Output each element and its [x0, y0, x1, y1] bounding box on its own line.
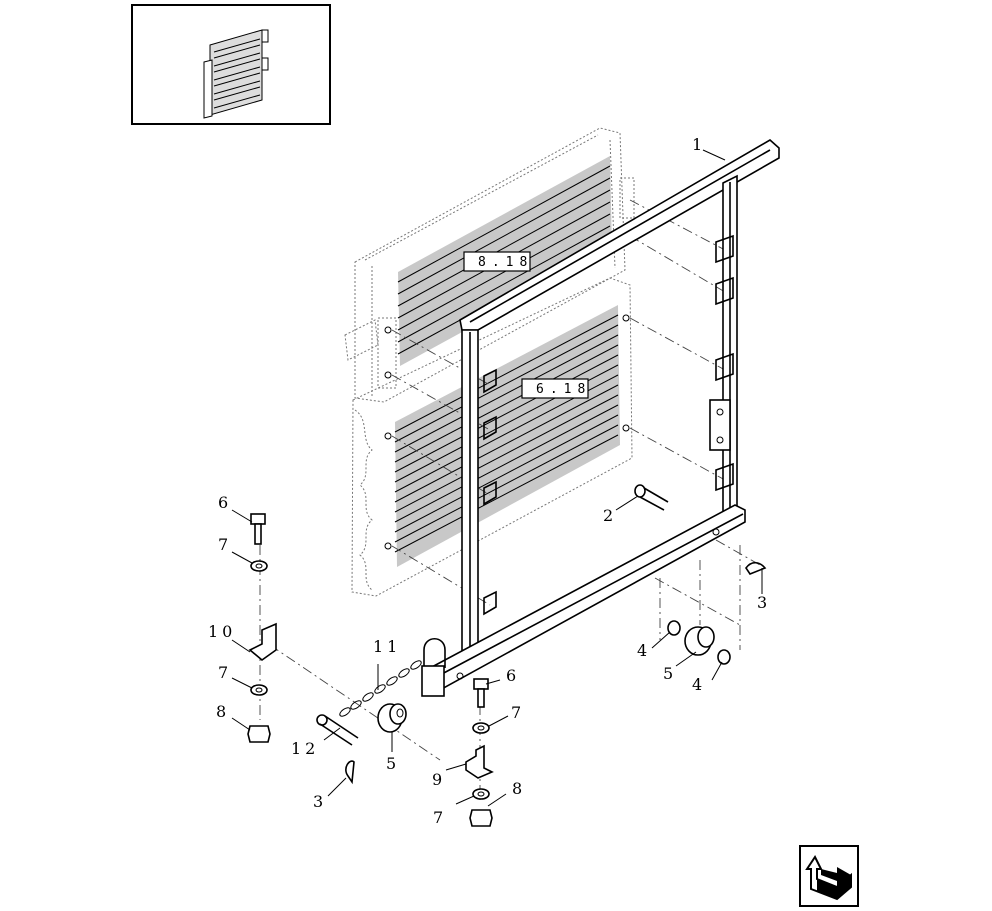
- callout-1: 1: [692, 135, 706, 154]
- thumbnail-overview: [131, 4, 331, 125]
- callout-leaders: [231, 149, 763, 807]
- callout-5-left: 5: [386, 754, 400, 773]
- reference-box-lower[interactable]: 6.18: [521, 378, 591, 399]
- lower-cooler: [351, 277, 633, 597]
- bushing-part-5-left: [377, 703, 407, 733]
- frame: [421, 139, 780, 697]
- callout-2: 2: [603, 506, 617, 525]
- callout-5-right: 5: [663, 664, 677, 683]
- callout-4-left: 4: [637, 641, 651, 660]
- callout-7-d: 7: [433, 808, 447, 827]
- callout-8-right: 8: [512, 779, 526, 798]
- callout-3-right: 3: [757, 593, 771, 612]
- callout-9: 9: [432, 770, 446, 789]
- reference-upper-label: 8.18: [478, 255, 533, 270]
- hardware-parts: [247, 484, 767, 827]
- thumbnail-cooler-icon: [203, 29, 269, 119]
- callout-3-left: 3: [313, 792, 327, 811]
- reference-lower-label: 6.18: [536, 382, 591, 397]
- bolt-part-6-left: [250, 513, 266, 545]
- callout-11: 11: [373, 637, 401, 656]
- callout-labels: 1 2 3 3 4 4 5 5 6 6 7 7 7 7 8 8 9 10 11 …: [208, 135, 771, 827]
- callout-7-b: 7: [218, 663, 232, 682]
- pin-part-2: [634, 484, 669, 511]
- callout-7-a: 7: [218, 535, 232, 554]
- callout-6-right: 6: [506, 666, 520, 685]
- pin-part-12: [316, 714, 359, 746]
- next-page-button[interactable]: [799, 845, 859, 907]
- bolt-part-6-right: [473, 678, 489, 708]
- callout-4-right: 4: [692, 675, 706, 694]
- callout-8-left: 8: [216, 702, 230, 721]
- reference-box-upper[interactable]: 8.18: [463, 251, 533, 272]
- callout-7-c: 7: [511, 703, 525, 722]
- callout-12: 12: [291, 739, 319, 758]
- arrow-next-page-icon: [805, 855, 852, 901]
- chain-part-11: [339, 660, 422, 717]
- callout-6-left: 6: [218, 493, 232, 512]
- callout-10: 10: [208, 622, 236, 641]
